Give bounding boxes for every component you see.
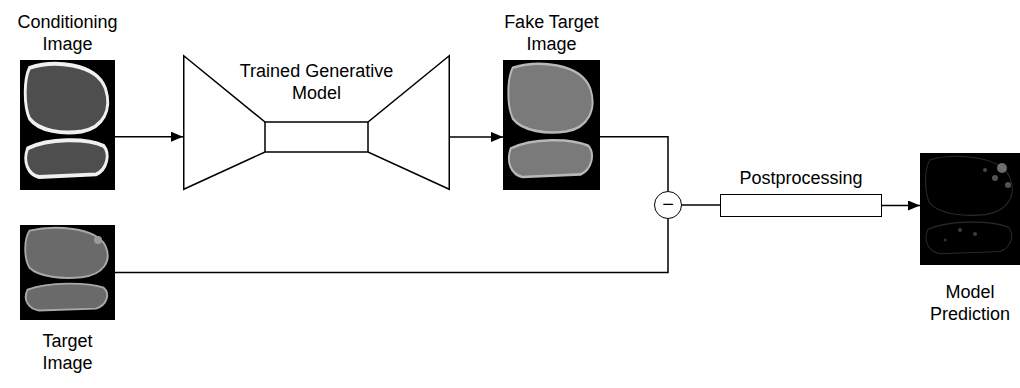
prediction-map (920, 153, 1020, 265)
node-label: Fake Target Image (496, 11, 608, 55)
conditioning-scan (20, 60, 115, 190)
node-label: Model Prediction (922, 281, 1018, 325)
image-panel: Fake Target Image (503, 60, 600, 190)
target-scan (20, 225, 115, 320)
image-panel: Target Image (20, 225, 115, 320)
node-label: − (662, 194, 674, 214)
image-panel: Model Prediction (920, 153, 1020, 265)
image-panel: Conditioning Image (20, 60, 115, 190)
connector (115, 219, 668, 273)
subtract-operator: − (654, 191, 682, 219)
node-label: Trained Generative Model (229, 60, 404, 104)
connector (682, 204, 720, 206)
node-label: Target Image (28, 330, 108, 374)
connector (882, 205, 920, 207)
fake-target-scan (503, 60, 600, 190)
generative-model: Trained Generative Model (183, 55, 450, 190)
connector (600, 137, 668, 191)
node-label: Postprocessing (739, 167, 862, 189)
process-box: Postprocessing (720, 194, 882, 217)
connector (115, 136, 183, 138)
connector (450, 136, 503, 138)
node-label: Conditioning Image (10, 11, 125, 55)
